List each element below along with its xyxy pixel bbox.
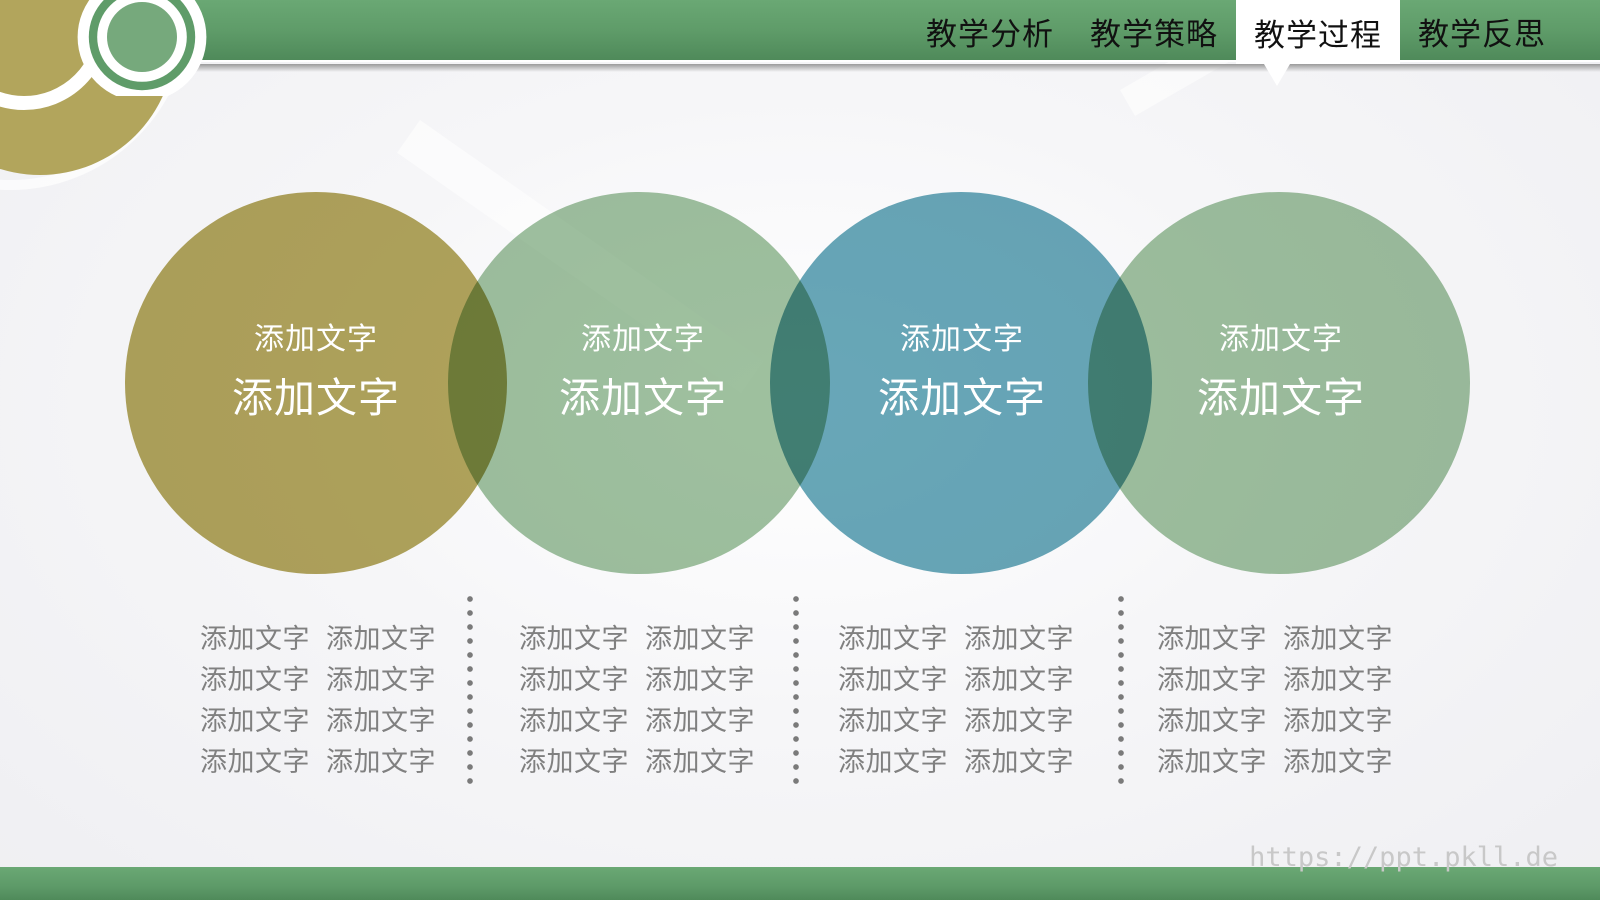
body-text: 添加文字 <box>326 665 436 696</box>
body-text: 添加文字 <box>838 747 948 778</box>
body-text: 添加文字 <box>964 665 1074 696</box>
dotted-separator <box>467 592 473 792</box>
circle-1 <box>125 192 507 574</box>
text-column-4: 添加文字添加文字 添加文字添加文字 添加文字添加文字 添加文字添加文字 <box>1157 620 1393 782</box>
body-text: 添加文字 <box>1283 665 1393 696</box>
body-text: 添加文字 <box>326 747 436 778</box>
body-text: 添加文字 <box>200 624 310 655</box>
body-text: 添加文字 <box>838 706 948 737</box>
body-text: 添加文字 <box>645 624 755 655</box>
body-text: 添加文字 <box>838 624 948 655</box>
body-text: 添加文字 <box>645 747 755 778</box>
circle-4-labels: 添加文字 添加文字 <box>1090 192 1472 574</box>
circle-1-labels: 添加文字 添加文字 <box>125 192 507 574</box>
circle-title: 添加文字 <box>878 374 1046 422</box>
top-navigation: 教学分析 教学策略 教学过程 教学反思 <box>908 0 1564 86</box>
body-text: 添加文字 <box>326 624 436 655</box>
tab-teaching-reflection[interactable]: 教学反思 <box>1418 16 1546 53</box>
footer-bar <box>0 867 1600 900</box>
circle-2 <box>448 192 830 574</box>
dotted-separator <box>793 592 799 792</box>
header-shadow <box>170 64 1600 72</box>
tab-teaching-strategy[interactable]: 教学策略 <box>1090 16 1218 53</box>
decor-green-ring-icon <box>77 0 207 96</box>
watermark-text: https://ppt.pkll.de <box>1249 842 1558 873</box>
body-text: 添加文字 <box>1157 706 1267 737</box>
body-text: 添加文字 <box>200 747 310 778</box>
dotted-separator <box>1118 592 1124 792</box>
body-text: 添加文字 <box>519 706 629 737</box>
tab-teaching-process[interactable]: 教学过程 <box>1236 0 1400 86</box>
body-text: 添加文字 <box>1283 624 1393 655</box>
body-text: 添加文字 <box>519 665 629 696</box>
body-text: 添加文字 <box>200 665 310 696</box>
body-text: 添加文字 <box>1283 747 1393 778</box>
tab-teaching-analysis[interactable]: 教学分析 <box>926 16 1054 53</box>
text-column-3: 添加文字添加文字 添加文字添加文字 添加文字添加文字 添加文字添加文字 <box>838 620 1074 782</box>
circle-subtitle: 添加文字 <box>1219 322 1343 357</box>
body-text: 添加文字 <box>200 706 310 737</box>
circle-title: 添加文字 <box>232 374 400 422</box>
body-text: 添加文字 <box>1157 624 1267 655</box>
body-text: 添加文字 <box>964 706 1074 737</box>
text-column-2: 添加文字添加文字 添加文字添加文字 添加文字添加文字 添加文字添加文字 <box>519 620 755 782</box>
circle-subtitle: 添加文字 <box>900 322 1024 357</box>
body-text: 添加文字 <box>645 665 755 696</box>
circle-3-labels: 添加文字 添加文字 <box>771 192 1153 574</box>
body-text: 添加文字 <box>645 706 755 737</box>
body-text: 添加文字 <box>964 747 1074 778</box>
circle-2-labels: 添加文字 添加文字 <box>452 192 834 574</box>
circle-subtitle: 添加文字 <box>254 322 378 357</box>
body-text: 添加文字 <box>519 747 629 778</box>
body-text: 添加文字 <box>838 665 948 696</box>
body-text: 添加文字 <box>1157 665 1267 696</box>
body-text: 添加文字 <box>1157 747 1267 778</box>
body-text: 添加文字 <box>519 624 629 655</box>
circle-title: 添加文字 <box>559 374 727 422</box>
text-column-1: 添加文字添加文字 添加文字添加文字 添加文字添加文字 添加文字添加文字 <box>200 620 436 782</box>
body-text: 添加文字 <box>326 706 436 737</box>
circle-title: 添加文字 <box>1197 374 1365 422</box>
body-text: 添加文字 <box>1283 706 1393 737</box>
circle-4 <box>1088 192 1470 574</box>
body-text: 添加文字 <box>964 624 1074 655</box>
circle-subtitle: 添加文字 <box>581 322 705 357</box>
